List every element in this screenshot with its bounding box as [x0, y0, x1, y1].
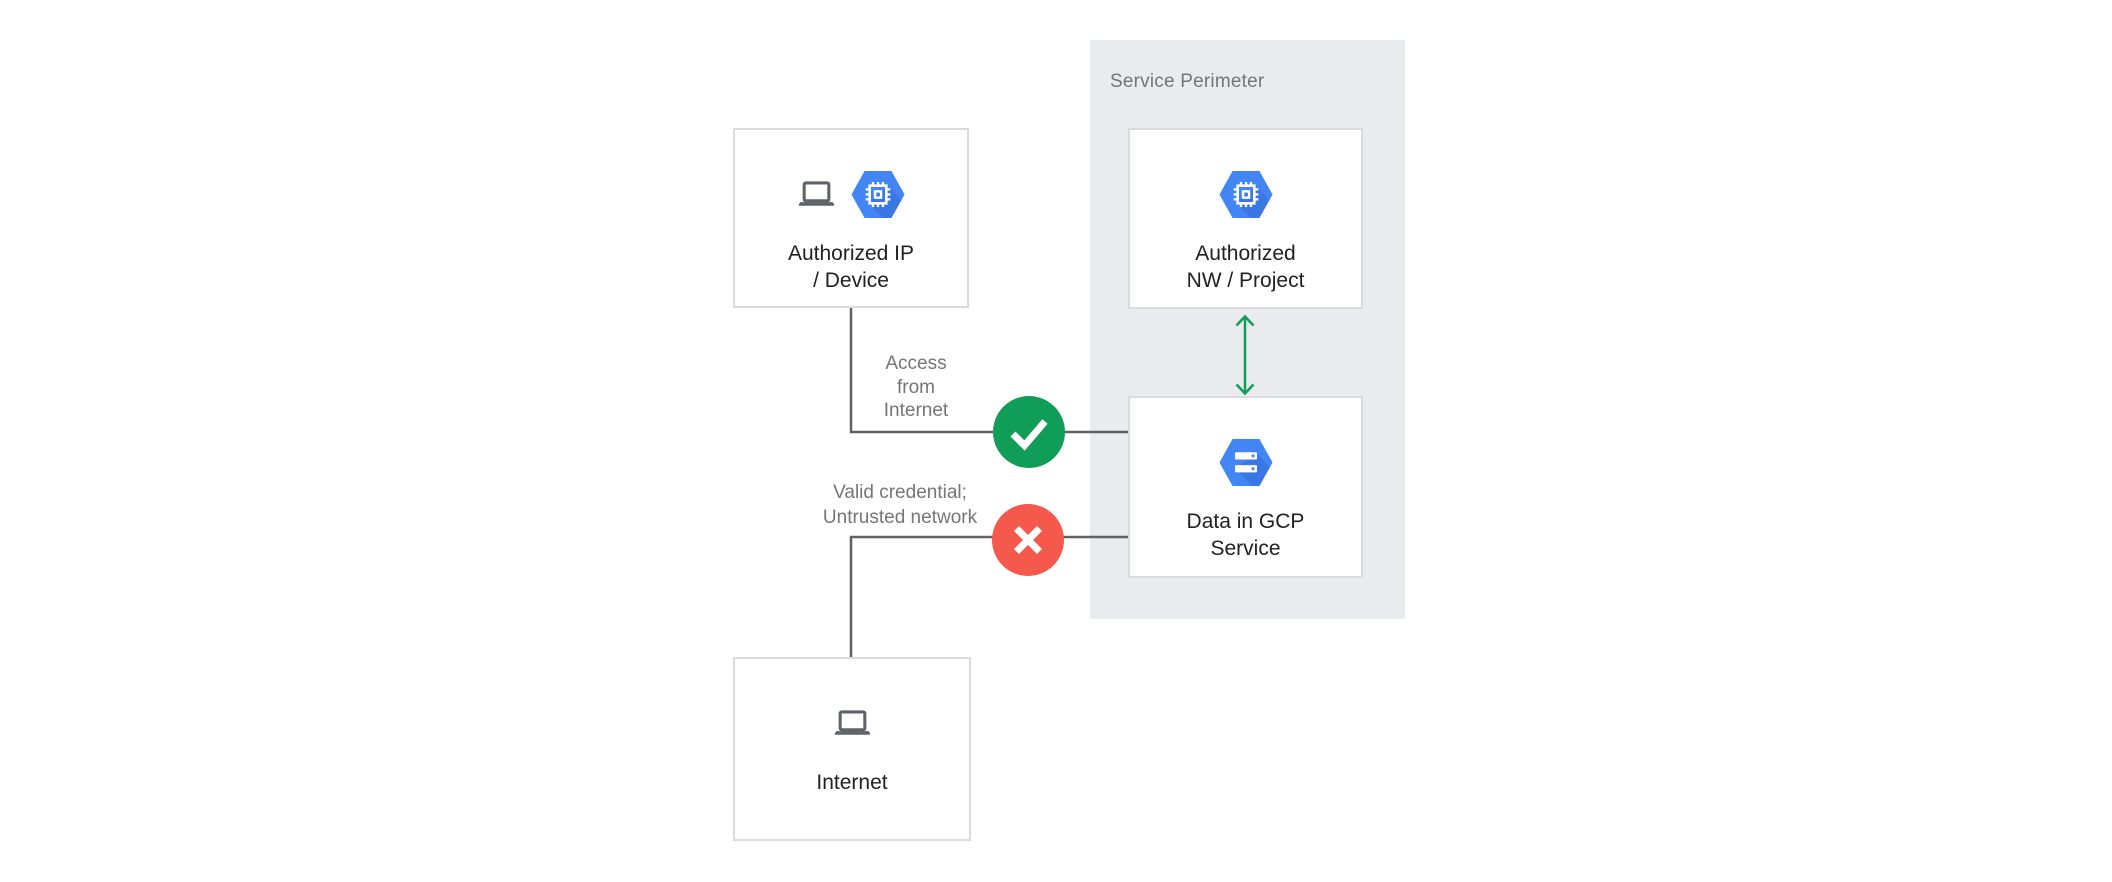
node-label: Internet	[816, 771, 888, 794]
node-icons	[1219, 432, 1273, 492]
node-icons	[834, 693, 871, 753]
node-authorized-nw-project: Authorized NW / Project	[1128, 128, 1363, 309]
node-authorized-ip-device: Authorized IP / Device	[733, 128, 969, 308]
node-icons	[1219, 164, 1273, 224]
allowed-status-badge	[993, 396, 1065, 468]
node-internet: Internet	[733, 657, 971, 841]
edge-label-valid-credential-untrusted-network: Valid credential; Untrusted network	[822, 482, 978, 528]
node-label: Data in GCP Service	[1186, 510, 1305, 560]
storage-hexagon-icon	[1219, 439, 1273, 486]
compute-engine-hexagon-icon	[851, 171, 905, 218]
edge-untrusted-network-line	[849, 535, 1128, 657]
service-perimeter-label: Service Perimeter	[1110, 71, 1265, 92]
node-icons	[798, 164, 905, 224]
check-icon	[1010, 419, 1048, 451]
laptop-icon	[834, 710, 871, 736]
edge-label-access-from-internet: Access from Internet	[883, 353, 949, 421]
node-label: Authorized NW / Project	[1186, 242, 1305, 292]
node-data-in-gcp-service: Data in GCP Service	[1128, 396, 1363, 578]
laptop-icon	[798, 181, 835, 207]
compute-engine-hexagon-icon	[1219, 171, 1273, 218]
node-label: Authorized IP / Device	[787, 242, 915, 292]
